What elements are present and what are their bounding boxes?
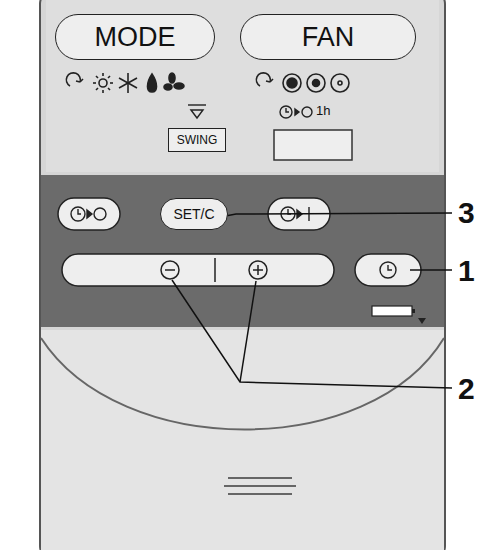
swing-icon — [188, 105, 206, 118]
cover-edge — [41, 338, 444, 430]
upper-panel — [46, 0, 439, 172]
button-text: FAN — [302, 22, 355, 53]
dark-panel — [41, 175, 444, 327]
battery-icon — [372, 306, 426, 324]
one-hour-button — [274, 130, 352, 160]
timer-label: 1h — [316, 104, 330, 117]
callout-number: 3 — [458, 198, 475, 228]
fan-icons — [256, 73, 349, 92]
fan-button: FAN — [240, 14, 416, 60]
grip-lines — [224, 478, 296, 494]
button-text: MODE — [95, 22, 176, 53]
mode-icons — [66, 73, 184, 93]
button-text: SWING — [177, 133, 218, 147]
remote-body — [40, 0, 445, 550]
set-cancel-button: SET/C — [160, 198, 228, 230]
timer-off-button — [58, 198, 120, 230]
mode-button: MODE — [55, 14, 215, 60]
callout-number: 2 — [458, 374, 475, 404]
swing-button: SWING — [168, 128, 226, 152]
button-text: SET/C — [173, 206, 214, 222]
leader-lines — [172, 213, 452, 388]
off-timer-icon — [280, 106, 312, 118]
callout-number: 1 — [458, 256, 475, 286]
minus-plus-button — [62, 254, 334, 286]
